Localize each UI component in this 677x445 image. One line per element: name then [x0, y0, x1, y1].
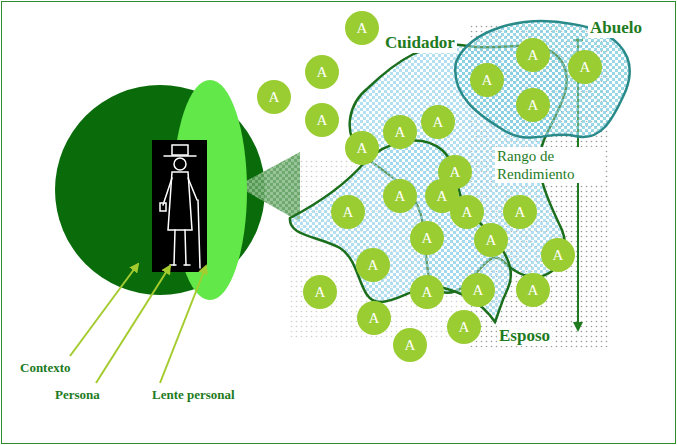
attribute-letter: A [368, 257, 379, 273]
attribute-letter: A [486, 232, 497, 248]
attribute-letter: A [580, 59, 591, 75]
attribute-circle: A [447, 310, 481, 344]
attribute-circle: A [305, 103, 339, 137]
attribute-letter: A [422, 284, 433, 300]
attribute-circle: A [357, 301, 391, 335]
attribute-letter: A [317, 64, 328, 80]
attribute-circle: A [450, 195, 484, 229]
attribute-circle: A [461, 273, 495, 307]
attribute-letter: A [515, 204, 526, 220]
attribute-circle: A [516, 38, 550, 72]
attribute-letter: A [433, 114, 444, 130]
annotation-label: Lente personal [152, 387, 235, 403]
attribute-circle: A [421, 105, 455, 139]
attribute-letter: A [317, 112, 328, 128]
leader-arrow [70, 264, 138, 356]
attribute-circle: A [257, 80, 291, 114]
attribute-letter: A [462, 204, 473, 220]
annotation-label: Persona [55, 387, 100, 403]
attribute-circle: A [393, 328, 427, 362]
attribute-letter: A [482, 72, 493, 88]
attribute-circle: A [516, 88, 550, 122]
annotation-label: Contexto [20, 360, 71, 376]
attribute-letter: A [357, 20, 368, 36]
attribute-letter: A [422, 230, 433, 246]
region-shape [290, 141, 511, 322]
attribute-letter: A [528, 47, 539, 63]
attribute-circle: A [303, 275, 337, 309]
role-label: Abuelo [588, 18, 644, 38]
attribute-letter: A [395, 124, 406, 140]
attribute-letter: A [343, 204, 354, 220]
attribute-circle: A [410, 221, 444, 255]
attribute-circle: A [541, 238, 575, 272]
attribute-letter: A [269, 89, 280, 105]
attribute-letter: A [369, 310, 380, 326]
attribute-circle: A [305, 55, 339, 89]
attribute-circle: A [345, 11, 379, 45]
region-shape [455, 21, 629, 138]
attribute-letter: A [528, 282, 539, 298]
attribute-circle: A [474, 223, 508, 257]
attribute-letter: A [405, 337, 416, 353]
attribute-circle: A [470, 63, 504, 97]
attribute-letter: A [459, 319, 470, 335]
attribute-letter: A [395, 188, 406, 204]
leader-arrow [160, 266, 206, 383]
attribute-letter: A [450, 164, 461, 180]
attribute-letter: A [528, 97, 539, 113]
attribute-letter: A [553, 247, 564, 263]
attribute-circle: A [383, 115, 417, 149]
annotation-label: Rango de Rendimiento [495, 147, 603, 183]
attribute-circle: A [568, 50, 602, 84]
attribute-letter: A [473, 282, 484, 298]
attribute-circle: A [516, 273, 550, 307]
attribute-letter: A [357, 140, 368, 156]
attribute-circle: A [356, 248, 390, 282]
attribute-circle: A [331, 195, 365, 229]
attribute-circle: A [345, 131, 379, 165]
person-panel [152, 140, 207, 272]
role-label: Cuidador [383, 33, 457, 53]
attribute-circle: A [383, 179, 417, 213]
attribute-circle: A [410, 275, 444, 309]
attribute-letter: A [437, 188, 448, 204]
attribute-circle: A [503, 195, 537, 229]
person-figure [160, 145, 200, 268]
leader-arrow [96, 266, 170, 383]
role-label: Esposo [497, 326, 552, 346]
attribute-letter: A [315, 284, 326, 300]
